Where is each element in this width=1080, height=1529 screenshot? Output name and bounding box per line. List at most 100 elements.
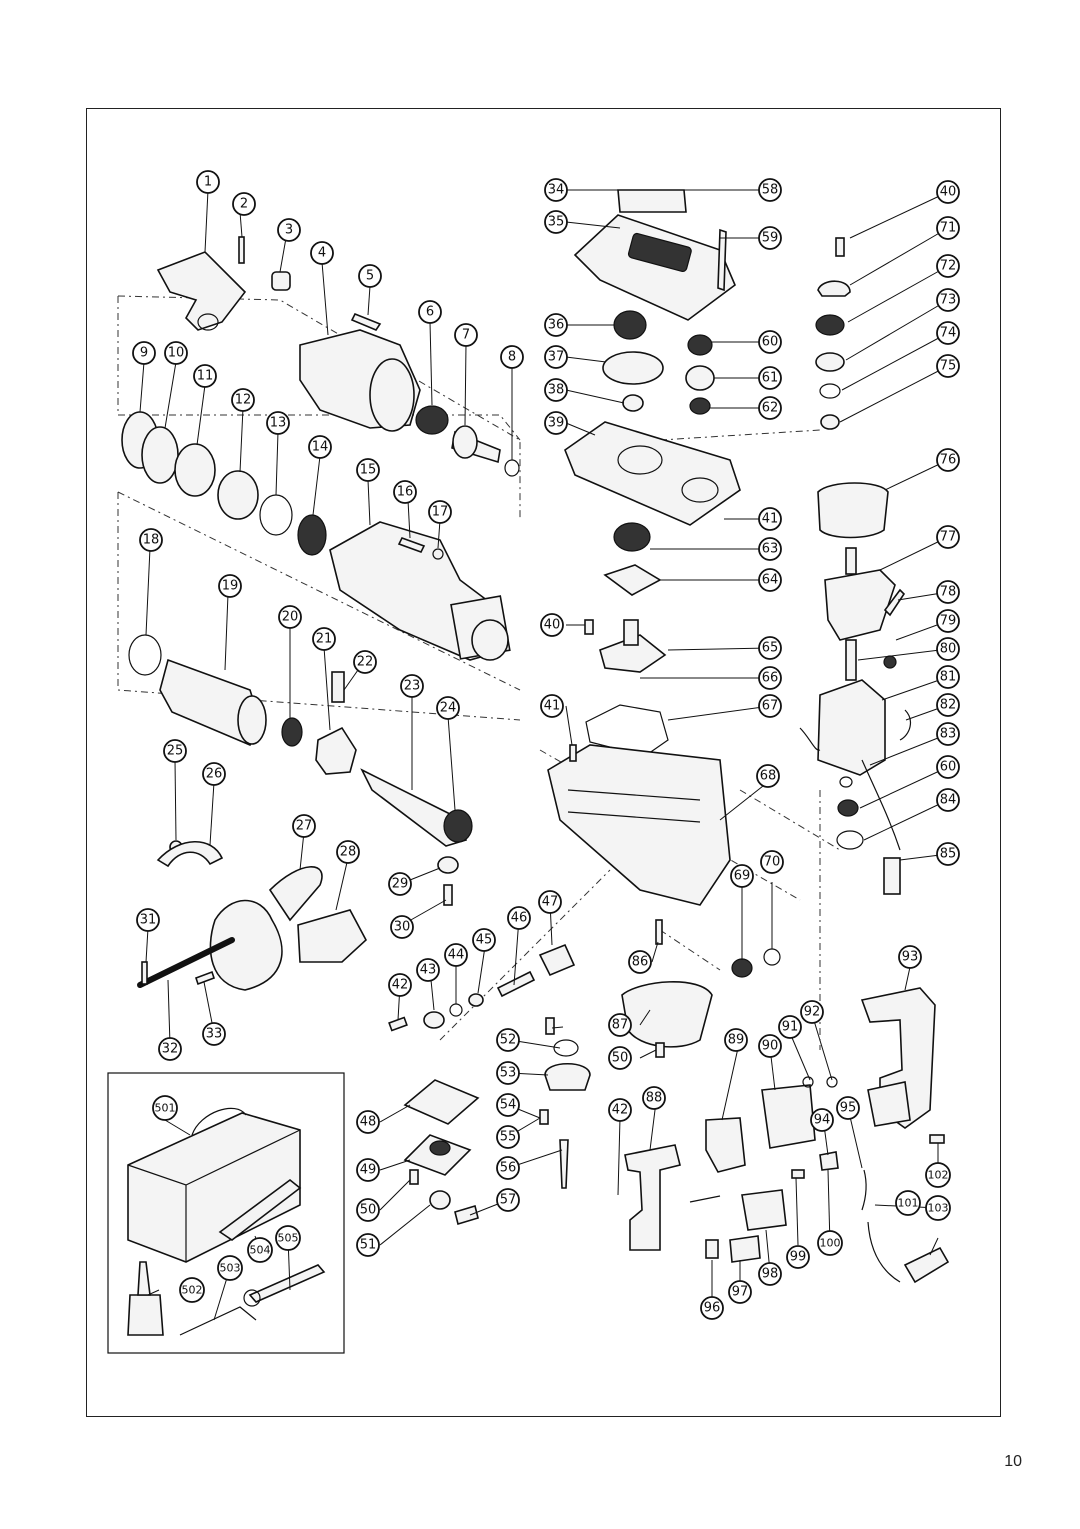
svg-text:42: 42	[392, 978, 409, 993]
callout-40-top: 40	[936, 180, 960, 204]
callout-37: 37	[544, 345, 568, 369]
callout-58: 58	[758, 178, 782, 202]
svg-text:69: 69	[734, 869, 751, 884]
svg-text:66: 66	[762, 671, 779, 686]
callout-7: 7	[454, 323, 478, 347]
knob-part	[271, 271, 291, 291]
callout-31: 31	[136, 908, 160, 932]
svg-text:5: 5	[366, 269, 374, 284]
svg-text:46: 46	[511, 911, 528, 926]
svg-text:53: 53	[500, 1066, 517, 1081]
callout-41-right: 41	[758, 507, 782, 531]
svg-text:87: 87	[612, 1018, 629, 1033]
svg-text:22: 22	[357, 655, 374, 670]
callout-65: 65	[758, 636, 782, 660]
callout-14: 14	[308, 435, 332, 459]
callout-24: 24	[436, 696, 460, 720]
svg-text:61: 61	[762, 371, 779, 386]
grease-bottle-part	[127, 1294, 164, 1336]
svg-text:23: 23	[404, 679, 421, 694]
callout-9: 9	[132, 341, 156, 365]
svg-text:78: 78	[940, 585, 957, 600]
callout-17: 17	[428, 500, 452, 524]
callout-60-right: 60	[936, 755, 960, 779]
svg-text:101: 101	[898, 1197, 919, 1210]
callout-28: 28	[336, 840, 360, 864]
svg-text:40: 40	[940, 185, 957, 200]
svg-text:33: 33	[206, 1027, 223, 1042]
stator-part	[817, 679, 886, 776]
callout-26: 26	[202, 762, 226, 786]
callout-79: 79	[936, 609, 960, 633]
svg-text:77: 77	[940, 530, 957, 545]
callout-69: 69	[730, 864, 754, 888]
svg-text:12: 12	[235, 393, 252, 408]
svg-text:504: 504	[250, 1244, 271, 1257]
svg-text:35: 35	[548, 215, 565, 230]
svg-text:90: 90	[762, 1039, 779, 1054]
callout-27: 27	[292, 814, 316, 838]
svg-text:63: 63	[762, 542, 779, 557]
svg-text:82: 82	[940, 698, 957, 713]
svg-text:60: 60	[762, 335, 779, 350]
svg-text:67: 67	[762, 699, 779, 714]
callout-99: 99	[786, 1245, 810, 1269]
svg-text:52: 52	[500, 1033, 517, 1048]
callout-71: 71	[936, 216, 960, 240]
svg-text:60: 60	[940, 760, 957, 775]
pin-part	[238, 236, 245, 264]
svg-text:86: 86	[632, 955, 649, 970]
accessories-box-frame	[107, 1072, 345, 1354]
armature-part	[824, 569, 896, 641]
spanner-part	[248, 1264, 326, 1303]
svg-text:21: 21	[316, 632, 333, 647]
svg-text:51: 51	[360, 1238, 377, 1253]
callout-56: 56	[496, 1156, 520, 1180]
svg-text:1: 1	[204, 175, 212, 190]
svg-text:10: 10	[168, 346, 185, 361]
svg-text:55: 55	[500, 1130, 517, 1145]
svg-text:85: 85	[940, 847, 957, 862]
svg-text:42: 42	[612, 1103, 629, 1118]
svg-text:14: 14	[312, 440, 329, 455]
svg-text:2: 2	[240, 197, 248, 212]
svg-text:94: 94	[814, 1113, 831, 1128]
svg-text:74: 74	[940, 326, 957, 341]
svg-text:89: 89	[728, 1033, 745, 1048]
callout-64: 64	[758, 568, 782, 592]
callout-42-right: 42	[608, 1098, 632, 1122]
callout-21: 21	[312, 627, 336, 651]
callout-23: 23	[400, 674, 424, 698]
callout-501: 501	[152, 1095, 178, 1121]
baffle-part	[817, 482, 889, 539]
callout-50-right: 50	[608, 1046, 632, 1070]
callout-3: 3	[277, 218, 301, 242]
svg-text:64: 64	[762, 573, 779, 588]
svg-text:81: 81	[940, 670, 957, 685]
svg-text:95: 95	[840, 1101, 857, 1116]
sleeve-part	[159, 658, 263, 746]
callout-22: 22	[353, 650, 377, 674]
svg-text:502: 502	[182, 1284, 203, 1297]
svg-text:28: 28	[340, 845, 357, 860]
callout-46: 46	[507, 906, 531, 930]
callout-90: 90	[758, 1034, 782, 1058]
callout-13: 13	[266, 411, 290, 435]
callout-97: 97	[728, 1280, 752, 1304]
callout-91: 91	[778, 1015, 802, 1039]
svg-text:71: 71	[940, 221, 957, 236]
svg-text:92: 92	[804, 1005, 821, 1020]
svg-text:80: 80	[940, 642, 957, 657]
callout-12: 12	[231, 388, 255, 412]
svg-text:32: 32	[162, 1042, 179, 1057]
callout-75: 75	[936, 354, 960, 378]
svg-text:3: 3	[285, 223, 293, 238]
callout-5: 5	[358, 264, 382, 288]
svg-text:54: 54	[500, 1098, 517, 1113]
callout-67: 67	[758, 694, 782, 718]
chisel-part	[218, 1178, 302, 1241]
callout-18: 18	[139, 528, 163, 552]
callout-44: 44	[444, 943, 468, 967]
callout-504: 504	[247, 1237, 273, 1263]
page-number: 10	[1004, 1453, 1022, 1470]
